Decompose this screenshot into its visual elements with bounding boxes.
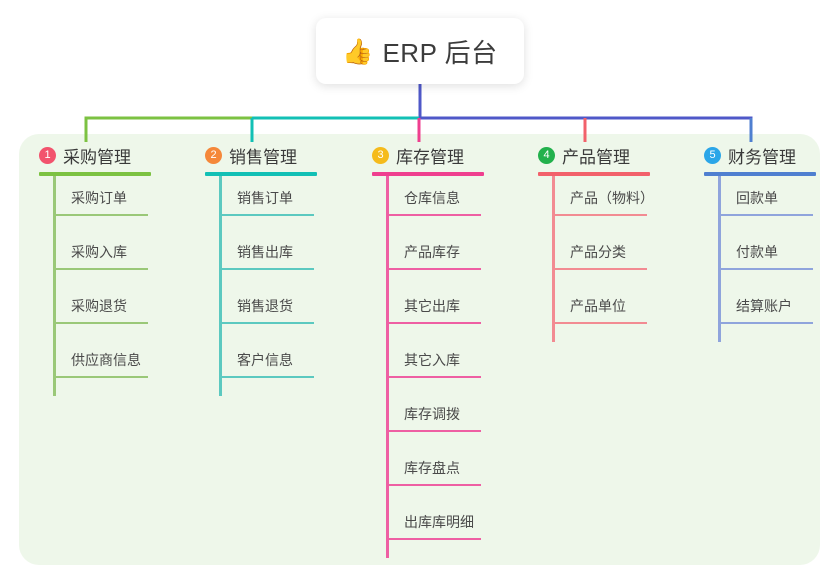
leaf-underline [386, 376, 481, 378]
branch-header-4[interactable]: 4 产品管理 [535, 140, 630, 170]
branch-underline [372, 172, 484, 176]
leaf-underline [53, 376, 148, 378]
leaf-underline [53, 214, 148, 216]
leaf-underline [219, 268, 314, 270]
branch-number-badge: 2 [205, 146, 222, 164]
leaf-label: 回款单 [736, 190, 778, 206]
leaf-label: 销售出库 [237, 244, 293, 260]
leaf-label: 客户信息 [237, 352, 293, 368]
branch-number-badge: 1 [39, 146, 56, 164]
leaf-label: 其它入库 [404, 352, 460, 368]
diagram-panel [19, 134, 820, 565]
branch-column-2: 2 销售管理销售订单销售出库销售退货客户信息 [202, 140, 317, 396]
leaf-label: 供应商信息 [71, 352, 141, 368]
leaf-label: 采购退货 [71, 298, 127, 314]
leaf-label: 销售退货 [237, 298, 293, 314]
branch-number-badge: 4 [538, 146, 555, 164]
branch-title: 销售管理 [229, 147, 297, 167]
branch-column-5: 5 财务管理回款单付款单结算账户 [701, 140, 816, 342]
branch-number-badge: 3 [372, 146, 389, 164]
leaf-underline [552, 268, 647, 270]
branch-number-badge: 5 [704, 146, 721, 164]
leaf-underline [718, 322, 813, 324]
thumbs-up-icon: 👍 [342, 37, 374, 66]
leaf-underline [552, 322, 647, 324]
leaf-underline [386, 484, 481, 486]
branch-column-1: 1 采购管理采购订单采购入库采购退货供应商信息 [36, 140, 151, 396]
branch-title: 采购管理 [63, 147, 131, 167]
branch-header-2[interactable]: 2 销售管理 [202, 140, 297, 170]
leaf-label: 付款单 [736, 244, 778, 260]
leaf-label: 产品分类 [570, 244, 626, 260]
leaf-label: 销售订单 [237, 190, 293, 206]
branch-spine [219, 176, 222, 396]
leaf-underline [219, 376, 314, 378]
branch-spine [53, 176, 56, 396]
branch-title: 产品管理 [562, 147, 630, 167]
branch-header-5[interactable]: 5 财务管理 [701, 140, 796, 170]
leaf-underline [386, 214, 481, 216]
root-title: ERP 后台 [382, 37, 498, 68]
leaf-underline [53, 268, 148, 270]
branch-header-1[interactable]: 1 采购管理 [36, 140, 131, 170]
leaf-label: 采购入库 [71, 244, 127, 260]
branch-underline [205, 172, 317, 176]
leaf-underline [386, 430, 481, 432]
branch-spine [718, 176, 721, 342]
branch-underline [39, 172, 151, 176]
branch-title: 财务管理 [728, 147, 796, 167]
leaf-underline [552, 214, 647, 216]
branch-title: 库存管理 [396, 147, 464, 167]
leaf-label: 库存盘点 [404, 460, 460, 476]
leaf-underline [219, 214, 314, 216]
branch-underline [704, 172, 816, 176]
leaf-label: 仓库信息 [404, 190, 460, 206]
leaf-underline [386, 538, 481, 540]
leaf-underline [219, 322, 314, 324]
branch-column-3: 3 库存管理仓库信息产品库存其它出库其它入库库存调拨库存盘点出库库明细 [369, 140, 484, 558]
branch-underline [538, 172, 650, 176]
branch-spine [386, 176, 389, 558]
leaf-label: 产品（物料） [570, 190, 654, 206]
leaf-underline [386, 322, 481, 324]
root-node[interactable]: 👍 ERP 后台 [316, 18, 524, 84]
leaf-label: 其它出库 [404, 298, 460, 314]
leaf-label: 产品库存 [404, 244, 460, 260]
leaf-underline [718, 268, 813, 270]
branch-spine [552, 176, 555, 342]
leaf-underline [53, 322, 148, 324]
leaf-underline [718, 214, 813, 216]
leaf-label: 出库库明细 [404, 514, 474, 530]
branch-column-4: 4 产品管理产品（物料） 产品分类产品单位 [535, 140, 654, 342]
leaf-label: 结算账户 [736, 298, 792, 314]
leaf-label: 采购订单 [71, 190, 127, 206]
leaf-label: 产品单位 [570, 298, 626, 314]
branch-header-3[interactable]: 3 库存管理 [369, 140, 464, 170]
leaf-underline [386, 268, 481, 270]
leaf-label: 库存调拨 [404, 406, 460, 422]
